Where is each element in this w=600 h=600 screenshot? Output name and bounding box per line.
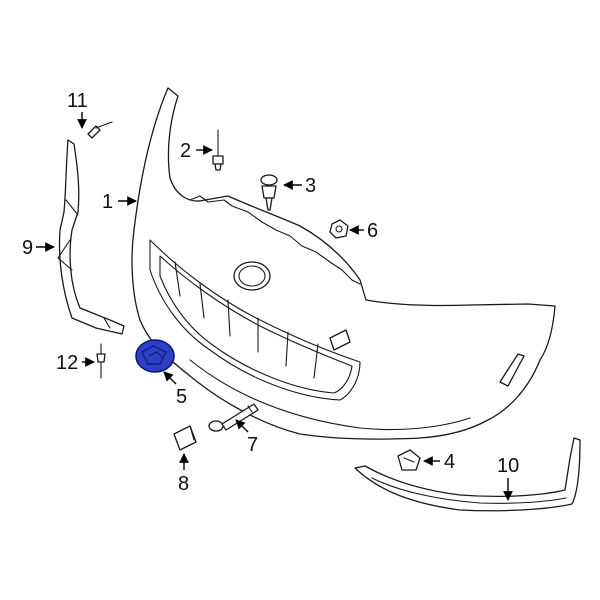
lower-spoiler[interactable] (354, 437, 581, 512)
screw-11[interactable] (87, 121, 113, 139)
callout-9: 9 (22, 237, 33, 259)
callout-7: 7 (247, 434, 258, 456)
push-clip-3[interactable] (260, 174, 278, 211)
bolt-12[interactable] (96, 343, 106, 379)
tow-hook-7[interactable] (208, 403, 259, 432)
callout-8: 8 (178, 473, 189, 495)
callout-2: 2 (180, 140, 191, 162)
bumper-cover[interactable] (131, 87, 556, 440)
callout-10: 10 (497, 455, 519, 477)
clip-nut-4[interactable] (397, 449, 421, 471)
callout-labels: 1 2 3 4 5 6 7 8 9 10 11 12 (22, 90, 519, 495)
callout-12: 12 (56, 352, 78, 374)
callout-4: 4 (444, 451, 455, 473)
nut-6[interactable] (329, 219, 349, 239)
stud-bolt-2[interactable] (212, 129, 224, 171)
callout-5: 5 (176, 386, 187, 408)
callout-1: 1 (102, 191, 113, 213)
callout-11: 11 (67, 90, 88, 112)
leader-arrows (36, 112, 513, 501)
callout-3: 3 (305, 175, 316, 197)
side-bracket[interactable] (57, 139, 125, 335)
tow-cover-8[interactable] (173, 425, 197, 451)
emblem-highlighted-part[interactable] (135, 339, 175, 373)
callout-6: 6 (367, 220, 378, 242)
